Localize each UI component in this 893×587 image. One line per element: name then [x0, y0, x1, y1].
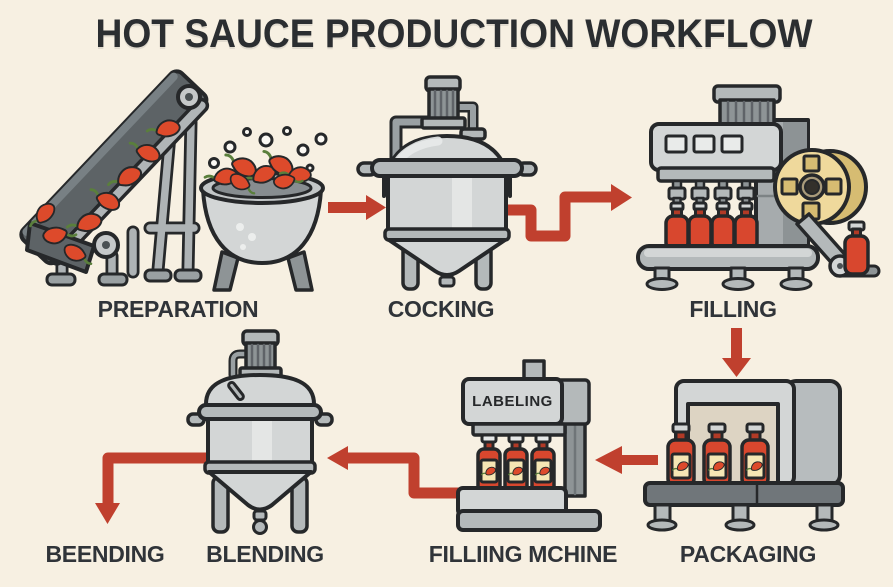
arrow-filling-to-packaging: [722, 328, 751, 377]
labeled-bottle: [843, 220, 870, 276]
flow-arrows: [95, 184, 751, 524]
labeling-bottles: [476, 433, 556, 494]
stage-label-cooking: COCKING: [387, 296, 495, 322]
labeling-machine-illustration: [456, 359, 602, 532]
diagram-title: HOT SAUCE PRODUCTION WORKFLOW: [95, 12, 813, 56]
packaged-bottles: [666, 422, 770, 488]
blending-tank-illustration: [186, 329, 334, 535]
stage-label-preparation: PREPARATION: [97, 296, 259, 322]
stage-label-filling-machine: FILLIING MCHINE: [428, 541, 618, 567]
stage-label-beending: BEENDING: [45, 541, 165, 567]
filling-nozzles: [667, 179, 756, 206]
cooking-tank-illustration: [356, 75, 538, 291]
conveyor-feet: [45, 268, 203, 287]
label-reel: [773, 148, 868, 226]
arrow-blending-to-beending: [95, 452, 213, 524]
arrow-packaging-to-filling-machine: [595, 446, 658, 474]
washing-pot-illustration: [199, 126, 328, 292]
arrow-filling-machine-to-blending: [327, 446, 465, 499]
stage-label-packaging: PACKAGING: [679, 541, 817, 567]
packaging-machine-illustration: [643, 379, 845, 532]
bottles-under-filler: [664, 201, 759, 252]
stage-label-blending: BLENDING: [206, 541, 324, 567]
arrow-cooking-to-filling: [499, 184, 632, 242]
conveyor-belt-illustration: [19, 69, 210, 287]
labeling-unit-text: LABELING: [472, 393, 553, 410]
arrow-preparation-to-cooking: [328, 195, 386, 220]
filler-legs: [645, 266, 813, 291]
stage-label-filling: FILLING: [689, 296, 777, 322]
bubbles: [208, 126, 328, 173]
control-buttons: [664, 134, 744, 154]
filling-machine-illustration: [636, 84, 881, 291]
packaging-legs: [646, 503, 840, 532]
